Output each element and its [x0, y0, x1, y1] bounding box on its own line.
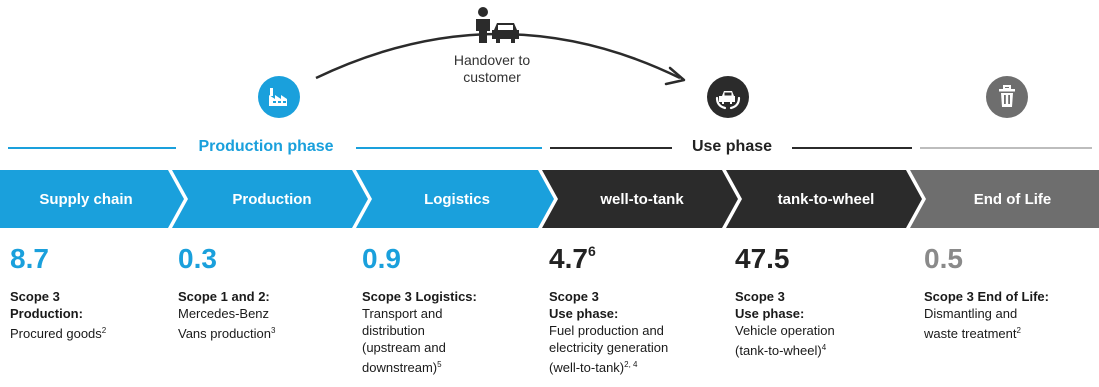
chevron-tank-to-wheel [726, 170, 922, 228]
use-phase-label: Use phase [691, 138, 773, 155]
stage-label-well-to-tank: well-to-tank [600, 190, 684, 208]
value-well-to-tank-footnote: 6 [587, 243, 596, 259]
chevron-end-of-life [910, 170, 1099, 228]
car-hands-icon [707, 76, 749, 118]
production-phase-label: Production phase [198, 138, 334, 155]
chevron-well-to-tank [542, 170, 738, 228]
desc-logistics: Scope 3 Logistics: Transport and distrib… [362, 289, 477, 375]
desc-supply-chain: Scope 3 Production: Procured goods2 [10, 289, 107, 341]
stage-label-supply-chain: Supply chain [39, 190, 133, 208]
person-car-icon [476, 7, 519, 43]
chevron-logistics [356, 170, 554, 228]
trash-can-icon [986, 76, 1028, 118]
production-phase-line-left [8, 147, 176, 149]
value-tank-to-wheel: 47.5 [735, 243, 790, 274]
stage-label-tank-to-wheel: tank-to-wheel [777, 190, 875, 208]
value-well-to-tank: 4.76 [549, 243, 596, 274]
handover-line-2: customer [463, 69, 521, 85]
desc-end-of-life: Scope 3 End of Life: Dismantling and was… [924, 289, 1049, 341]
desc-tank-to-wheel: Scope 3 Use phase: Vehicle operation (ta… [735, 289, 835, 358]
production-phase-line-right [356, 147, 542, 149]
value-logistics: 0.9 [362, 243, 401, 274]
value-production: 0.3 [178, 243, 217, 274]
value-end-of-life: 0.5 [924, 243, 963, 274]
handover-label: Handover to customer [430, 52, 554, 86]
end-phase-line [920, 147, 1092, 149]
use-phase-line-left [550, 147, 672, 149]
factory-icon [258, 76, 300, 118]
desc-well-to-tank: Scope 3 Use phase: Fuel production and e… [549, 289, 669, 375]
use-phase-line-right [792, 147, 912, 149]
chevron-supply-chain [0, 170, 184, 228]
handover-line-1: Handover to [453, 52, 531, 68]
chevron-bar [0, 170, 1099, 228]
stage-label-end-of-life: End of Life [973, 190, 1052, 208]
value-supply-chain: 8.7 [10, 243, 49, 274]
desc-production: Scope 1 and 2: Mercedes-Benz Vans produc… [178, 289, 276, 341]
chevron-production [172, 170, 368, 228]
stage-label-production: Production [232, 190, 312, 208]
stage-label-logistics: Logistics [424, 190, 490, 208]
